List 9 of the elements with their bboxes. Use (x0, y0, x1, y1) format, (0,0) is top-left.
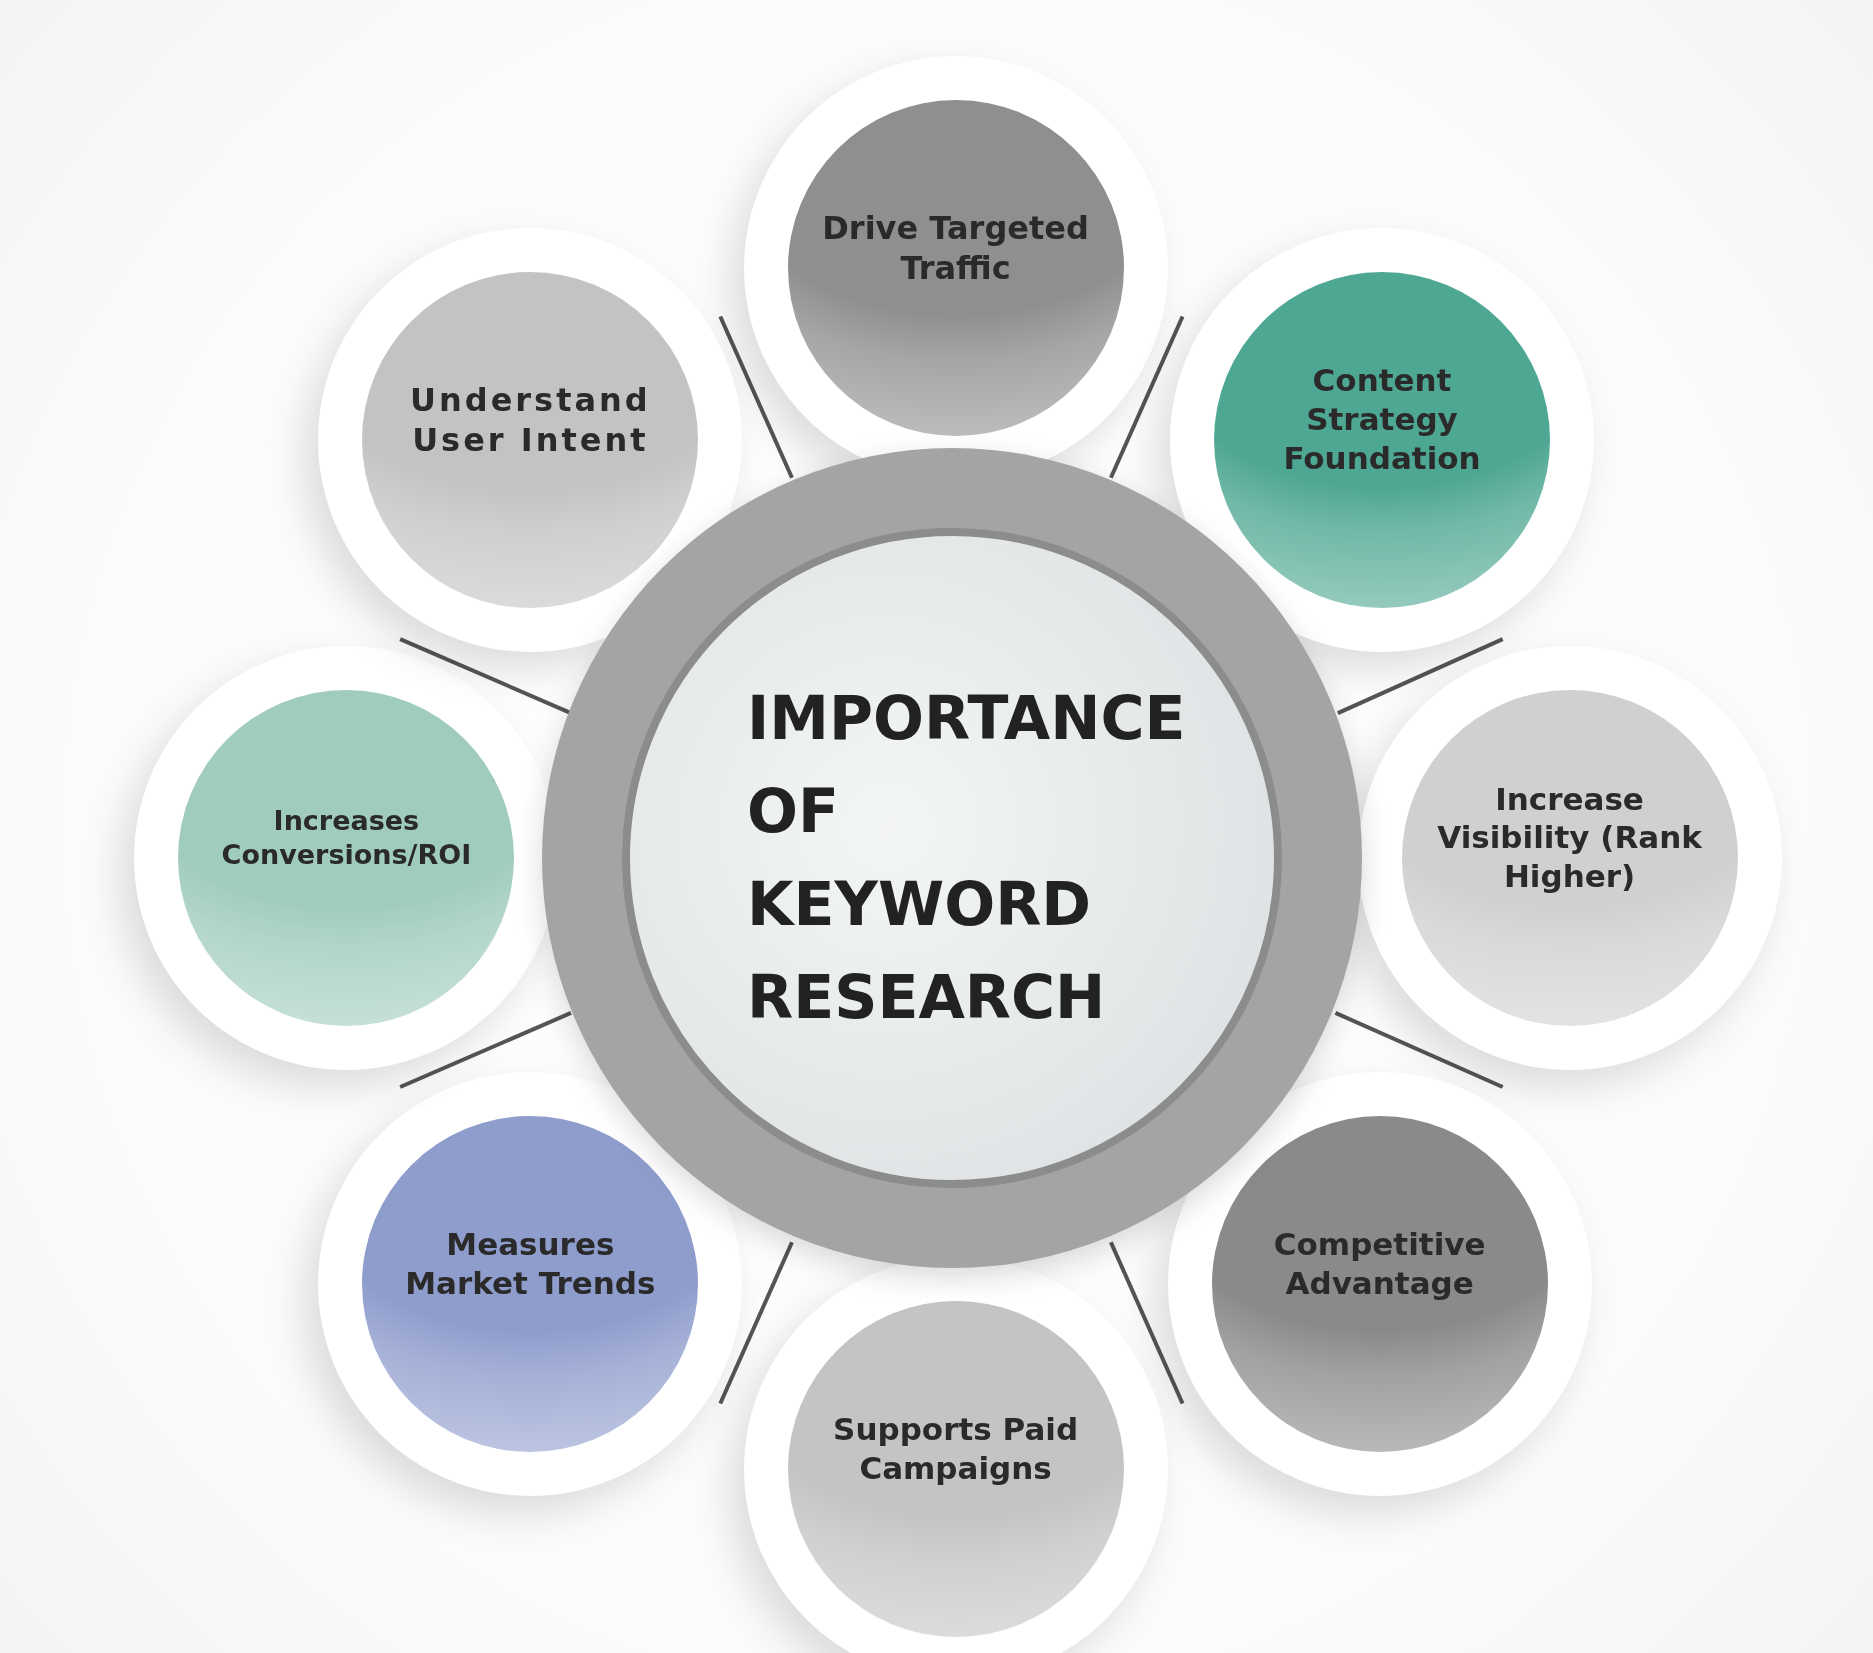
topic-label: Increase Visibility (Rank Higher) (1436, 779, 1703, 896)
topic-label: Increases Conversions/ROI (220, 803, 473, 872)
topic-label: Understand User Intent (408, 379, 652, 460)
topic-label: Measures Market Trends (404, 1225, 657, 1303)
topic-label: Drive Targeted Traffic (821, 207, 1090, 288)
topic-label: Content Strategy Foundation (1282, 361, 1482, 478)
topic-label: Supports Paid Campaigns (832, 1410, 1080, 1488)
topic-label: Competitive Advantage (1272, 1225, 1487, 1303)
center-title: IMPORTANCE OF KEYWORD RESEARCH (747, 681, 1187, 1034)
